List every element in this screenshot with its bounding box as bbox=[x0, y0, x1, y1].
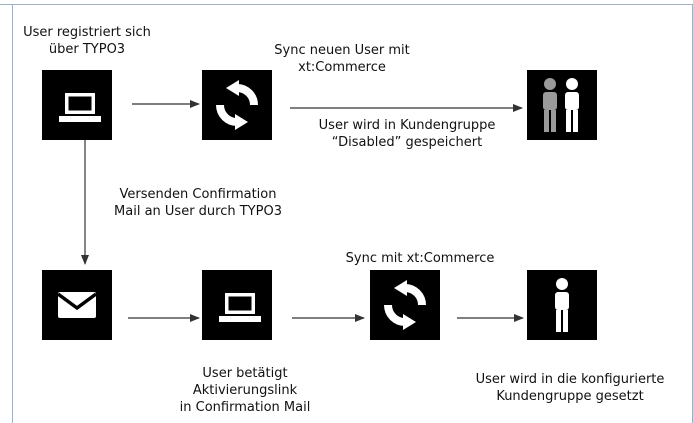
label-user-assigned: User wird in die konfigurierte Kundengru… bbox=[447, 371, 693, 405]
node-user-confirms bbox=[202, 270, 272, 340]
label-user-confirms-line3: in Confirmation Mail bbox=[179, 400, 311, 415]
label-saved-disabled: User wird in Kundengruppe “Disabled” ges… bbox=[297, 117, 517, 151]
frame-top-line bbox=[0, 4, 693, 5]
label-saved-disabled-line1: User wird in Kundengruppe bbox=[318, 118, 496, 133]
label-sync-new-user-line1: Sync neuen User mit bbox=[274, 43, 410, 58]
node-confirmation-mail bbox=[42, 270, 112, 340]
label-send-confirmation: Versenden Confirmation Mail an User durc… bbox=[88, 186, 308, 220]
node-sync-xt bbox=[370, 270, 440, 340]
label-user-registers-line2: über TYPO3 bbox=[48, 42, 126, 57]
label-send-confirmation-line2: Mail an User durch TYPO3 bbox=[114, 204, 282, 219]
label-user-confirms: User betätigt Aktivierungslink in Confir… bbox=[150, 365, 340, 416]
label-send-confirmation-line1: Versenden Confirmation bbox=[119, 187, 277, 202]
laptop-icon bbox=[219, 293, 261, 322]
label-user-registers-line1: User registriert sich bbox=[23, 25, 151, 40]
label-sync-xt: Sync mit xt:Commerce bbox=[318, 250, 522, 267]
label-user-confirms-line1: User betätigt bbox=[202, 366, 288, 381]
node-sync-new-user bbox=[202, 70, 272, 140]
users-icon bbox=[543, 78, 579, 132]
label-sync-new-user-line2: xt:Commerce bbox=[298, 60, 386, 75]
label-sync-new-user: Sync neuen User mit xt:Commerce bbox=[246, 42, 438, 76]
node-user-registers bbox=[42, 70, 112, 140]
node-user-assigned bbox=[527, 270, 597, 340]
laptop-icon bbox=[59, 93, 101, 122]
node-users-disabled bbox=[527, 70, 597, 140]
sync-icon bbox=[216, 80, 258, 130]
sync-icon bbox=[384, 280, 426, 330]
label-saved-disabled-line2: “Disabled” gespeichert bbox=[331, 135, 483, 150]
frame-left-line bbox=[12, 4, 13, 423]
label-user-assigned-line2: Kundengruppe gesetzt bbox=[496, 389, 644, 404]
label-user-confirms-line2: Aktivierungslink bbox=[192, 383, 298, 398]
user-icon bbox=[555, 278, 569, 332]
label-user-registers: User registriert sich über TYPO3 bbox=[10, 24, 164, 58]
label-sync-xt-line1: Sync mit xt:Commerce bbox=[345, 251, 495, 266]
label-user-assigned-line1: User wird in die konfigurierte bbox=[475, 372, 665, 387]
envelope-icon bbox=[56, 292, 98, 318]
